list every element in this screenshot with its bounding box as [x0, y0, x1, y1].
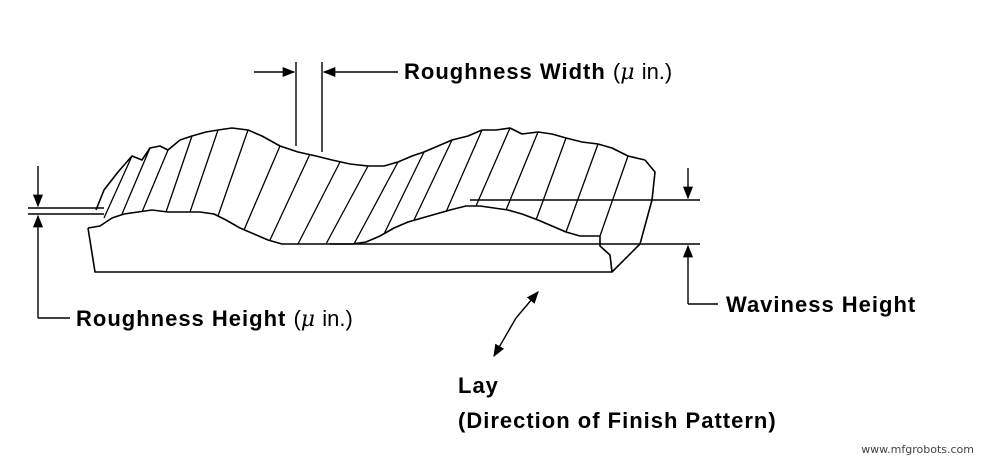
- lay-direction-arrow: [493, 291, 539, 358]
- roughness-height-dimension: [28, 166, 104, 319]
- waviness-height-dimension: [330, 168, 718, 305]
- roughness-width-dimension: [254, 62, 398, 152]
- waviness-height-label: Waviness Height: [726, 292, 917, 317]
- lay-description: (Direction of Finish Pattern): [458, 408, 777, 433]
- lay-label: Lay: [458, 373, 499, 398]
- surface-top-profile: [95, 127, 646, 211]
- block-right-face: [611, 159, 656, 273]
- block-front-face: [87, 227, 613, 273]
- roughness-width-label: Roughness Width (μ in.): [404, 59, 673, 85]
- watermark: www.mfgrobots.com: [861, 443, 974, 456]
- roughness-height-label: Roughness Height (μ in.): [76, 306, 353, 332]
- lay-ridges: [103, 127, 629, 245]
